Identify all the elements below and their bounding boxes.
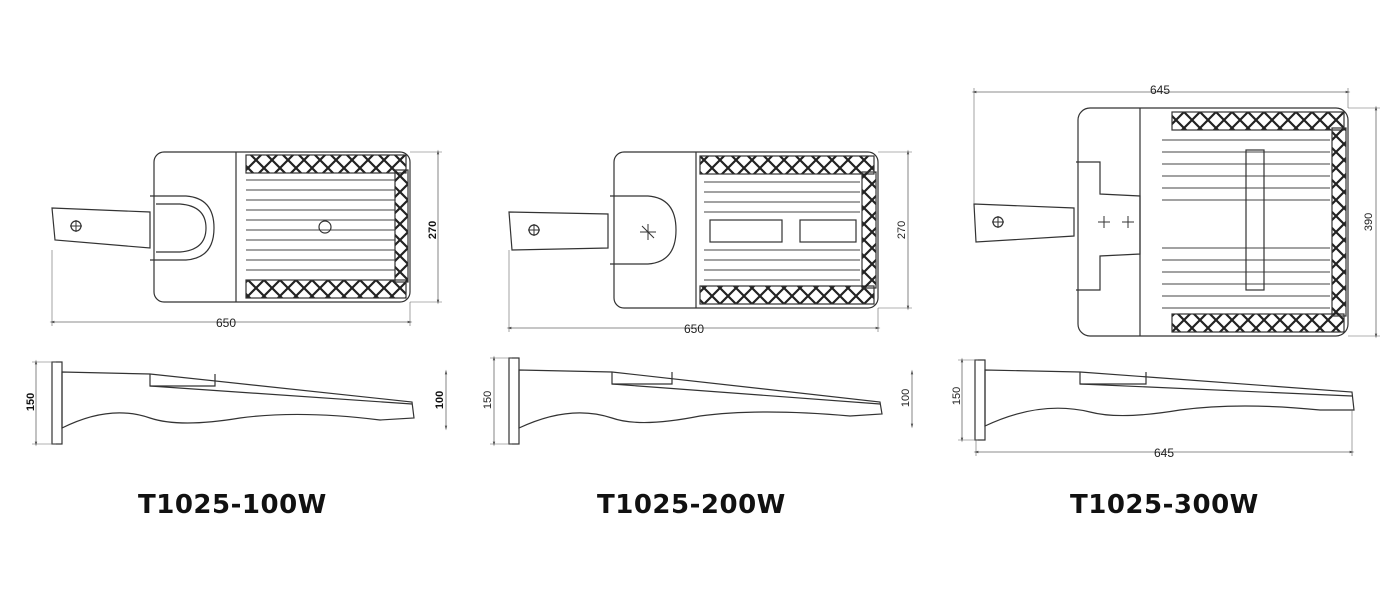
model-100w-top-view — [49, 149, 442, 326]
model-label-300w: T1025-300W — [1070, 490, 1259, 520]
model-100w-width-dim: 650 — [216, 316, 236, 330]
model-300w-top-view — [971, 88, 1380, 339]
model-100w-side-view — [32, 359, 448, 447]
model-100w-side-height-right: 100 — [434, 391, 446, 409]
model-200w-top-view — [506, 149, 912, 332]
model-300w-side-view — [958, 357, 1355, 456]
model-300w-side-height-left: 150 — [951, 387, 963, 405]
model-label-200w: T1025-200W — [597, 490, 786, 520]
model-label-100w: T1025-100W — [138, 490, 327, 520]
model-100w-side-height-left: 150 — [25, 393, 37, 411]
model-200w-side-height-left: 150 — [482, 391, 494, 409]
model-300w-side-width-dim: 645 — [1154, 446, 1174, 460]
model-300w-width-dim: 645 — [1150, 83, 1170, 97]
model-200w-side-height-right: 100 — [900, 389, 912, 407]
model-100w-height-dim: 270 — [427, 221, 439, 239]
model-200w-side-view — [490, 355, 914, 447]
model-200w-height-dim: 270 — [896, 221, 908, 239]
model-300w-height-dim: 390 — [1363, 213, 1375, 231]
model-200w-width-dim: 650 — [684, 322, 704, 336]
